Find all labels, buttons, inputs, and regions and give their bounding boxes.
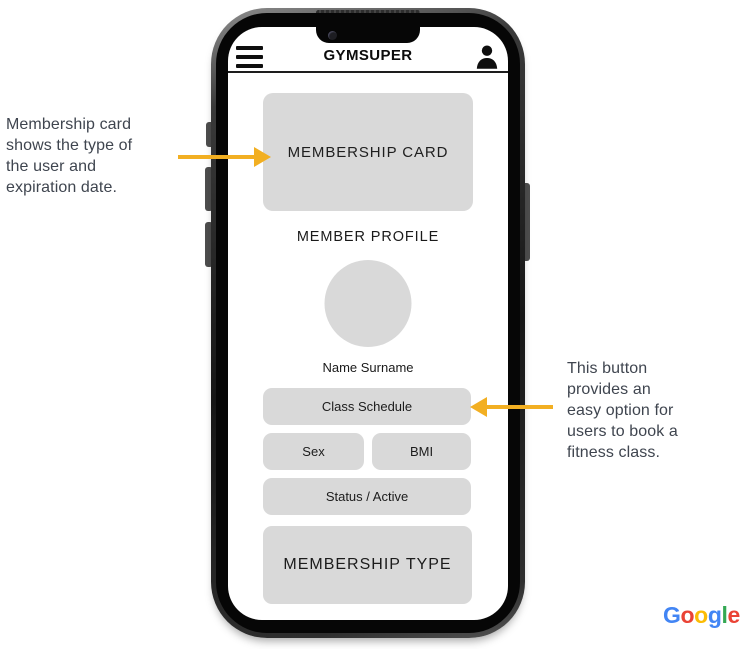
- member-profile-title: MEMBER PROFILE: [296, 229, 440, 245]
- sex-button[interactable]: Sex: [263, 433, 364, 470]
- annotation-line: easy option for: [567, 402, 674, 419]
- phone-bezel: GYMSUPER MEMBERSHIP CARD MEMBER PROFILE …: [216, 13, 520, 633]
- class-schedule-button[interactable]: Class Schedule: [263, 388, 471, 425]
- avatar: [324, 260, 412, 347]
- annotation-line: users to book a: [567, 423, 678, 440]
- left-arrow-line: [178, 155, 255, 159]
- phone-notch: [316, 27, 420, 43]
- right-arrow-line: [486, 405, 553, 409]
- header-divider: [228, 71, 508, 73]
- membership-card[interactable]: MEMBERSHIP CARD: [263, 93, 473, 211]
- phone-screen: GYMSUPER MEMBERSHIP CARD MEMBER PROFILE …: [228, 27, 508, 620]
- annotation-line: the user and: [6, 158, 97, 175]
- annotation-line: shows the type of: [6, 137, 133, 154]
- bmi-button[interactable]: BMI: [372, 433, 471, 470]
- annotation-membership-card: Membership card shows the type of the us…: [6, 114, 181, 198]
- phone-frame: GYMSUPER MEMBERSHIP CARD MEMBER PROFILE …: [211, 8, 525, 638]
- person-icon[interactable]: [475, 44, 499, 69]
- annotation-line: expiration date.: [6, 179, 118, 196]
- phone-volume-down-button: [205, 222, 213, 267]
- front-camera-icon: [328, 31, 337, 40]
- phone-power-button: [522, 183, 530, 261]
- membership-card-label: MEMBERSHIP CARD: [287, 143, 449, 161]
- annotation-line: Membership card: [6, 116, 132, 133]
- phone-speaker-slot: [316, 10, 420, 15]
- left-arrow-head-icon: [254, 147, 271, 167]
- membership-type-button[interactable]: MEMBERSHIP TYPE: [263, 526, 472, 604]
- phone-volume-up-button: [205, 167, 213, 211]
- annotation-line: fitness class.: [567, 444, 660, 461]
- status-button[interactable]: Status / Active: [263, 478, 471, 515]
- phone-mute-switch: [206, 122, 214, 147]
- google-logo: Google: [663, 602, 740, 628]
- right-arrow-head-icon: [470, 397, 487, 417]
- app-title: GYMSUPER: [323, 47, 413, 64]
- member-name: Name Surname: [322, 360, 414, 375]
- menu-icon[interactable]: [236, 46, 263, 68]
- annotation-line: provides an: [567, 381, 651, 398]
- annotation-line: This button: [567, 360, 648, 377]
- annotation-class-schedule: This button provides an easy option for …: [567, 358, 722, 463]
